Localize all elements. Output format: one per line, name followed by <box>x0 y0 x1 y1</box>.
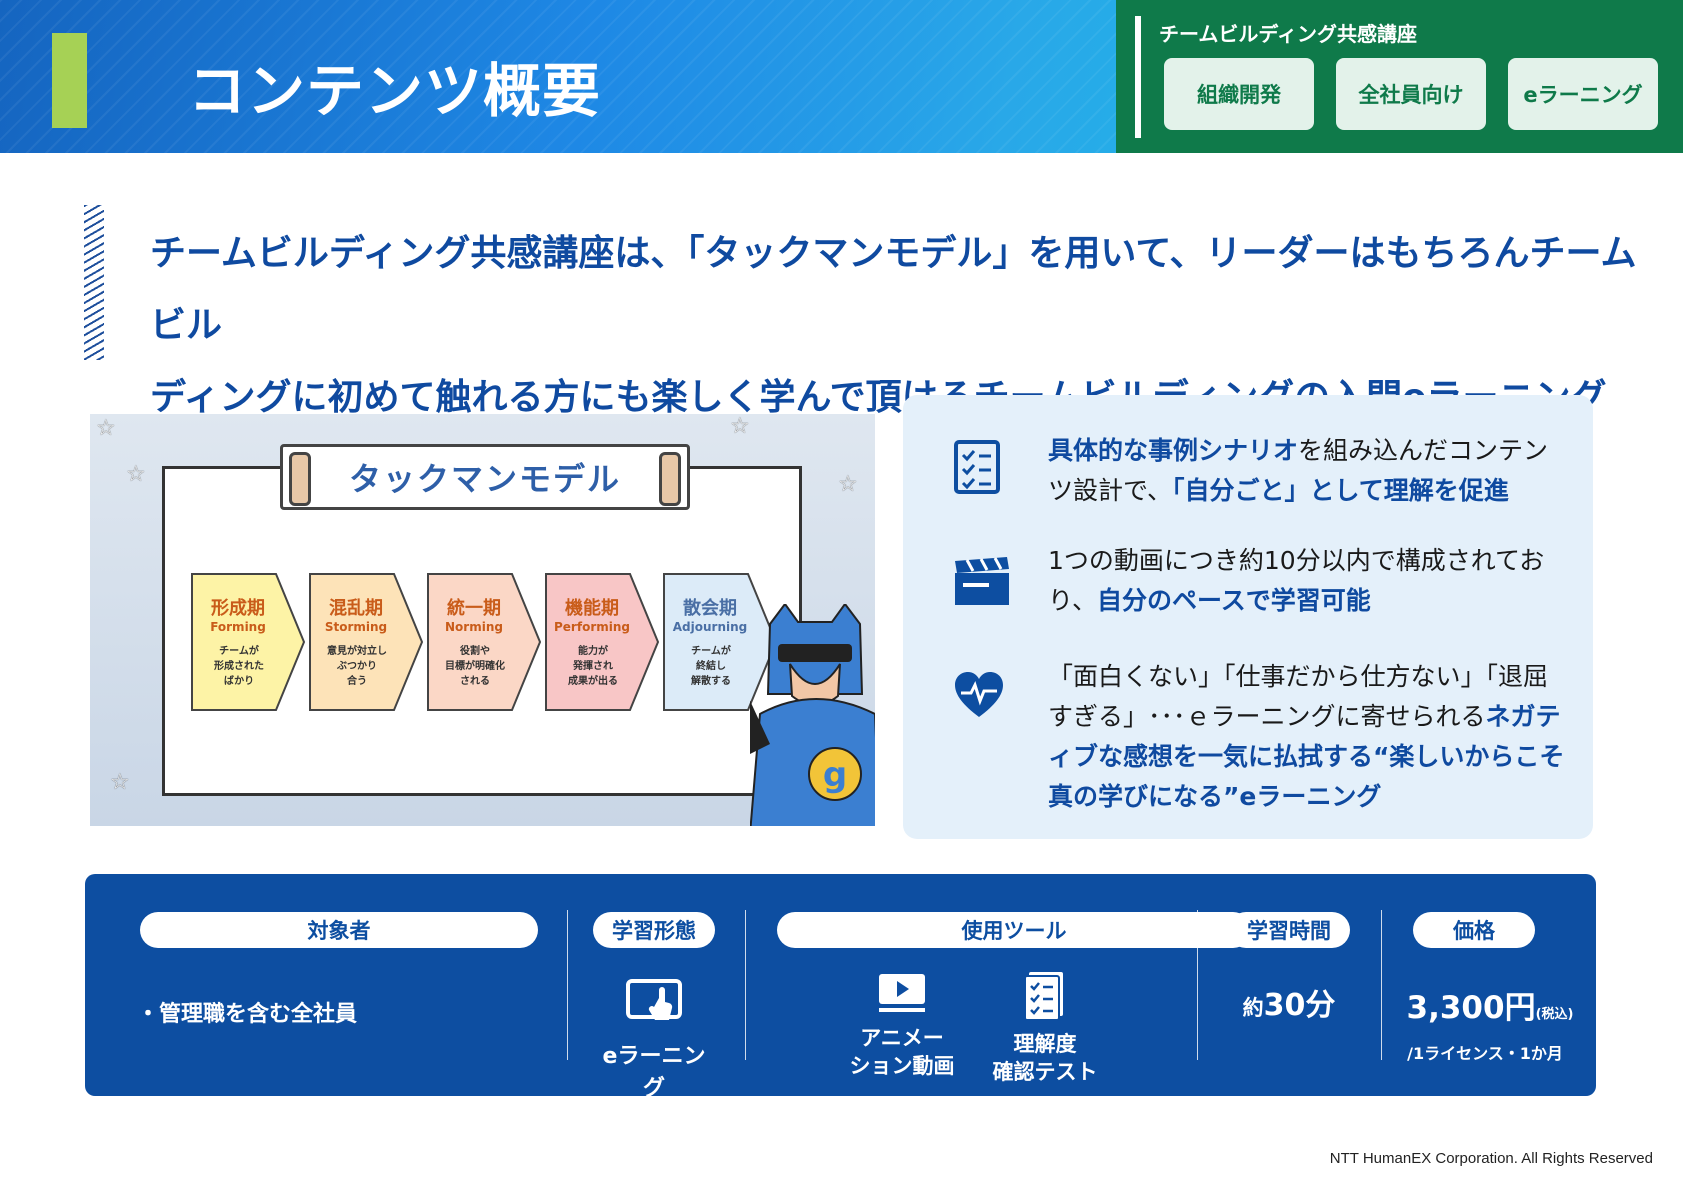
scroll-knob-left <box>289 452 311 506</box>
price-tax: (税込) <box>1535 1007 1574 1022</box>
page-title: コンテンツ概要 <box>188 57 602 125</box>
intro-line-1: チームビルディング共感講座は、「タックマンモデル」を用いて、リーダーはもちろんチ… <box>150 233 1637 346</box>
phase-jp: 混乱期 <box>329 598 383 619</box>
tag-org-development: 組織開発 <box>1164 58 1314 130</box>
feature-text: 1つの動画につき約10分以内で構成されており、 <box>1048 546 1545 615</box>
feature-highlight: 自分のペースで学習可能 <box>1097 586 1371 615</box>
copyright-footer: NTT HumanEX Corporation. All Rights Rese… <box>1329 1150 1653 1167</box>
feature-highlight: 具体的な事例シナリオ <box>1048 436 1299 465</box>
phase-storming: 混乱期 Storming 意見が対立しぶつかり合う <box>308 572 425 712</box>
phase-jp: 形成期 <box>211 598 265 619</box>
course-name: チームビルディング共感講座 <box>1159 22 1417 46</box>
star-icon: ☆ <box>96 416 116 441</box>
phase-adjourning: 散会期 Adjourning チームが終結し解散する <box>662 572 779 712</box>
phase-jp: 散会期 <box>683 598 737 619</box>
feature-highlight: 「自分ごと」として理解を促進 <box>1172 476 1509 505</box>
spec-divider <box>567 910 568 1060</box>
time-prefix: 約 <box>1242 996 1264 1020</box>
spec-divider <box>1197 910 1198 1060</box>
checklist-icon <box>954 440 1000 494</box>
tag-list: 組織開発 全社員向け eラーニング <box>1164 58 1658 130</box>
model-title: タックマンモデル <box>348 460 621 498</box>
phase-en: Performing <box>554 620 630 634</box>
mascot-emblem: g <box>823 755 847 795</box>
spec-divider <box>1381 910 1382 1060</box>
test-sheet-icon <box>1024 972 1063 1021</box>
target-value: ・管理職を含む全社員 <box>137 1002 358 1027</box>
tag-all-employees: 全社員向け <box>1336 58 1486 130</box>
format-label: 学習形態 <box>593 912 715 948</box>
target-label: 対象者 <box>140 912 538 948</box>
feature-panel: 具体的な事例シナリオを組み込んだコンテンツ設計で、「自分ごと」として理解を促進 … <box>903 395 1593 839</box>
price-label: 価格 <box>1413 912 1535 948</box>
phase-forming: 形成期 Forming チームが形成されたばかり <box>190 572 307 712</box>
scroll-knob-right <box>659 452 681 506</box>
phase-desc: 役割や目標が明確化される <box>445 646 505 687</box>
phase-list: 形成期 Forming チームが形成されたばかり 混乱期 Storming 意見… <box>190 572 779 712</box>
tool-quiz: 理解度確認テスト <box>992 1032 1098 1084</box>
phase-desc: 意見が対立しぶつかり合う <box>327 646 387 687</box>
tablet-touch-icon <box>626 979 682 1020</box>
phase-desc: 能力が発揮され成果が出る <box>568 646 618 687</box>
course-spec-box: 対象者 ・管理職を含む全社員 学習形態 eラーニング 使用ツール アニメーション… <box>85 874 1596 1101</box>
time-value: 約30分 <box>1228 980 1350 1024</box>
feature-1: 具体的な事例シナリオを組み込んだコンテンツ設計で、「自分ごと」として理解を促進 <box>1048 431 1568 511</box>
time-amount: 30分 <box>1263 988 1336 1023</box>
model-title-scroll: タックマンモデル <box>280 444 690 510</box>
phase-performing: 機能期 Performing 能力が発揮され成果が出る <box>544 572 661 712</box>
header-stripes <box>0 0 1120 153</box>
price-value: 3,300円(税込) <box>1395 982 1585 1027</box>
tagbox-divider <box>1135 16 1141 138</box>
star-icon: ☆ <box>110 770 130 795</box>
tool-animation: アニメーション動画 <box>849 1026 955 1078</box>
price-unit: /1ライセンス・1か月 <box>1407 1044 1563 1063</box>
phase-jp: 統一期 <box>447 598 501 619</box>
price-amount: 3,300円 <box>1406 990 1536 1026</box>
phase-en: Adjourning <box>672 620 748 634</box>
video-icon <box>879 974 925 1012</box>
time-label: 学習時間 <box>1228 912 1350 948</box>
course-tag-box: チームビルディング共感講座 組織開発 全社員向け eラーニング <box>1116 0 1683 153</box>
spec-divider <box>745 910 746 1060</box>
clapperboard-icon <box>955 557 1009 605</box>
feature-2: 1つの動画につき約10分以内で構成されており、自分のペースで学習可能 <box>1048 541 1568 621</box>
feature-highlight: ネガティブな感想を一気に払拭する“楽しいからこそ真の学びになる”eラーニング <box>1048 702 1565 811</box>
phase-en: Forming <box>210 620 266 634</box>
tuckman-illustration: ☆ ☆ ☆ ☆ ☆ タックマンモデル 形成期 Forming チームが形成された… <box>90 414 875 826</box>
tools-label: 使用ツール <box>777 912 1251 948</box>
phase-jp: 機能期 <box>565 598 619 619</box>
heartbeat-icon <box>955 672 1003 717</box>
phase-norming: 統一期 Norming 役割や目標が明確化される <box>426 572 543 712</box>
header-banner: コンテンツ概要 チームビルディング共感講座 組織開発 全社員向け eラーニング <box>0 0 1683 153</box>
phase-desc: チームが終結し解散する <box>691 646 731 687</box>
feature-text: を組み込んだコンテンツ設計で、 <box>1048 436 1549 505</box>
phase-desc: チームが形成されたばかり <box>214 646 264 687</box>
format-value: eラーニング <box>602 1044 706 1101</box>
mascot-hero: g <box>750 604 875 826</box>
intro-hatch-decoration <box>84 205 104 360</box>
feature-3: 「面白くない」「仕事だから仕方ない」「退屈すぎる」･･･ｅラーニングに寄せられる… <box>1048 657 1568 817</box>
tag-elearning: eラーニング <box>1508 58 1658 130</box>
title-accent-bar <box>52 33 87 128</box>
feature-text: 「面白くない」「仕事だから仕方ない」「退屈すぎる」･･･ｅラーニングに寄せられる <box>1048 662 1549 731</box>
phase-en: Storming <box>324 620 388 634</box>
star-icon: ☆ <box>838 472 858 497</box>
star-icon: ☆ <box>730 414 750 439</box>
star-icon: ☆ <box>126 462 146 487</box>
phase-en: Norming <box>445 620 503 634</box>
